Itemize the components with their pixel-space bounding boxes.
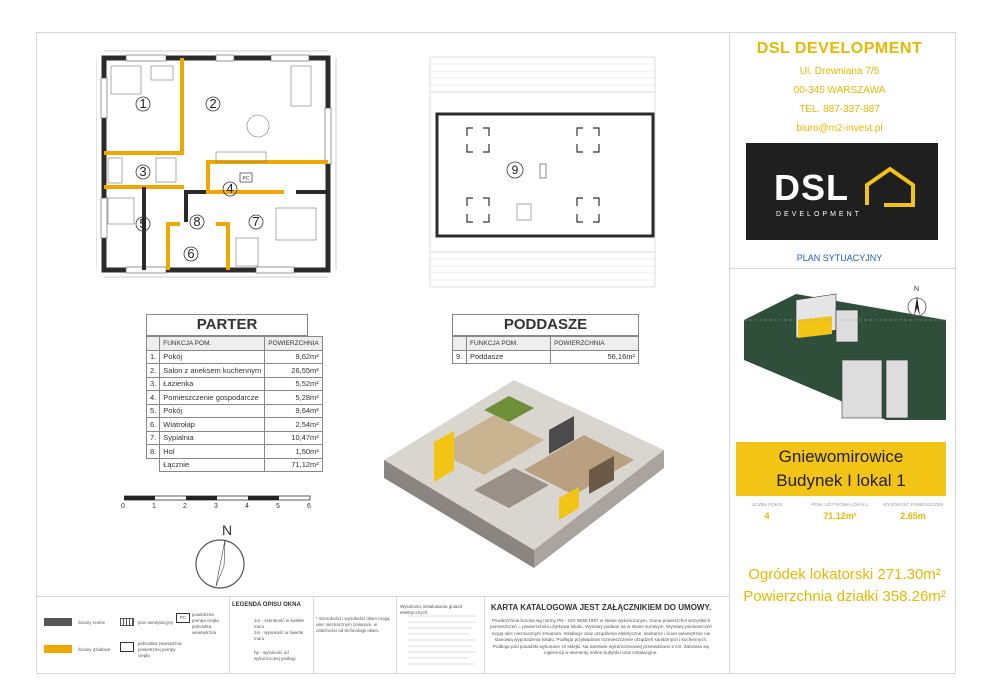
company-email[interactable]: biuro@m2-invest.pl — [796, 123, 883, 134]
garden-area: Ogródek lokatorski 271.30m² — [748, 566, 941, 583]
outdoor-unit-icon — [120, 642, 134, 652]
scale-2: 2 — [183, 503, 187, 510]
sheet-frame — [36, 32, 956, 674]
pc-unit-label: PC — [243, 176, 250, 182]
plot-area: Powierzchnia działki 358.26m² — [743, 588, 946, 605]
site-divider-top — [730, 268, 956, 269]
socket-heights-list — [408, 615, 476, 665]
parter-col-func: FUNKCJA POM. — [159, 336, 266, 351]
ground-floor-plan: PC 1 2 3 4 5 6 7 8 — [96, 50, 337, 278]
room-number-3: 3 — [139, 164, 146, 179]
legend-sep-4 — [484, 596, 485, 674]
window-legend-note: * Szerokości i wysokości okien mogą ulec… — [316, 616, 390, 633]
catalog-card-title: KARTA KATALOGOWA JEST ZAŁĄCZNIKIEM DO UM… — [490, 603, 712, 612]
company-street: Ul. Drewniana 7/5 — [799, 66, 880, 77]
site-compass-icon — [907, 296, 927, 317]
poddasze-table: PODDASZE FUNKCJA POM. POWIERZCHNIA 9.Pod… — [452, 314, 639, 364]
legend-partition-label: Ściany działowe — [78, 647, 111, 652]
parter-col-area: POWIERZCHNIA — [264, 336, 323, 351]
window-legend-width: 1m - szerokość w świetle muru — [254, 618, 305, 629]
unit-building: Budynek I lokal 1 — [776, 471, 906, 490]
window-legend-floor-height: hp - wysokość od wykończonej podłogi — [254, 650, 296, 661]
stat-height-label: WYSOKOŚĆ POMIESZCZEŃ — [882, 502, 944, 507]
compass-north-label: N — [222, 522, 233, 538]
house-logo-icon — [865, 166, 915, 207]
stat-area-label: POW. UŻYTKOWA LOKALU — [811, 502, 869, 507]
room-number-9: 9 — [512, 163, 519, 177]
compass-icon — [195, 539, 245, 589]
scale-0: 0 — [121, 503, 125, 510]
scale-4: 4 — [245, 503, 249, 510]
site-compass-label: N — [914, 286, 920, 293]
room-number-4: 4 — [226, 181, 233, 196]
company-name: DSL DEVELOPMENT — [756, 40, 923, 57]
room-number-6: 6 — [187, 246, 194, 261]
scale-1: 1 — [152, 503, 156, 510]
legend-vent-label: pion wentylacyjny — [138, 620, 174, 625]
legend-sep-1 — [229, 596, 230, 674]
window-legend-height: 1m - wysokość w świetle muru — [254, 630, 304, 641]
scale-3: 3 — [214, 503, 218, 510]
attic-floor-plan: 9 — [429, 56, 656, 288]
site-plan-title: PLAN SYTUACYJNY — [796, 253, 883, 263]
catalog-card-text: Powierzchnia liczona wg normy PN - ISO 9… — [490, 618, 712, 656]
poddasze-col-func: FUNKCJA POM. — [465, 336, 552, 351]
stat-rooms-value: 4 — [764, 511, 770, 521]
parter-table: PARTER FUNKCJA POM. POWIERZCHNIA 1.Pokój… — [145, 314, 323, 472]
poddasze-col-area: POWIERZCHNIA — [550, 336, 639, 351]
window-legend-title: LEGENDA OPISU OKNA — [232, 602, 301, 608]
legend-partition-swatch — [44, 645, 72, 653]
legend-pc-icon: PC — [176, 613, 190, 623]
panel-divider — [729, 32, 730, 674]
unit-location: Gniewomirowice — [778, 447, 904, 466]
poddasze-title: PODDASZE — [452, 314, 639, 336]
logo-main-text: DSL — [774, 167, 849, 208]
legend-load-wall-swatch — [44, 618, 72, 626]
room-number-2: 2 — [209, 96, 216, 111]
scale-6: 6 — [307, 503, 311, 510]
scale-bar — [124, 495, 311, 501]
room-number-7: 7 — [252, 214, 259, 229]
legend-sep-2 — [313, 596, 314, 674]
site-plan-map — [744, 293, 946, 420]
stat-height-value: 2.65m — [900, 511, 926, 521]
legend-outdoor-unit-label: jednostka zewnętrzna powietrznej pompy c… — [138, 641, 182, 658]
unit-banner: Gniewomirowice Budynek I lokal 1 — [736, 442, 946, 496]
stat-rooms-label: LICZBA POKOI — [751, 502, 783, 507]
legend-sep-3 — [396, 596, 397, 674]
socket-heights-title: Wysokości instalowania gniazd elektryczn… — [400, 604, 462, 615]
legend-heat-pump-label: powietrzna pompa ciepła jednostka wewnęt… — [192, 612, 219, 635]
vent-shaft-icon — [120, 618, 134, 626]
room-number-5: 5 — [139, 216, 146, 231]
room-number-8: 8 — [193, 214, 200, 229]
company-city: 00-345 WARSZAWA — [793, 85, 886, 96]
legend-divider — [36, 596, 729, 597]
room-number-1: 1 — [139, 96, 146, 111]
dsl-logo: DSL DEVELOPMENT — [746, 143, 938, 240]
legend-load-wall-label: Ściany nośne — [78, 620, 106, 625]
scale-5: 5 — [276, 503, 280, 510]
isometric-3d-render — [384, 380, 664, 568]
parter-title: PARTER — [146, 314, 308, 336]
company-phone[interactable]: TEL. 887-337-887 — [799, 104, 880, 115]
logo-sub-text: DEVELOPMENT — [776, 211, 862, 218]
stat-area-value: 71.12m² — [823, 511, 857, 521]
